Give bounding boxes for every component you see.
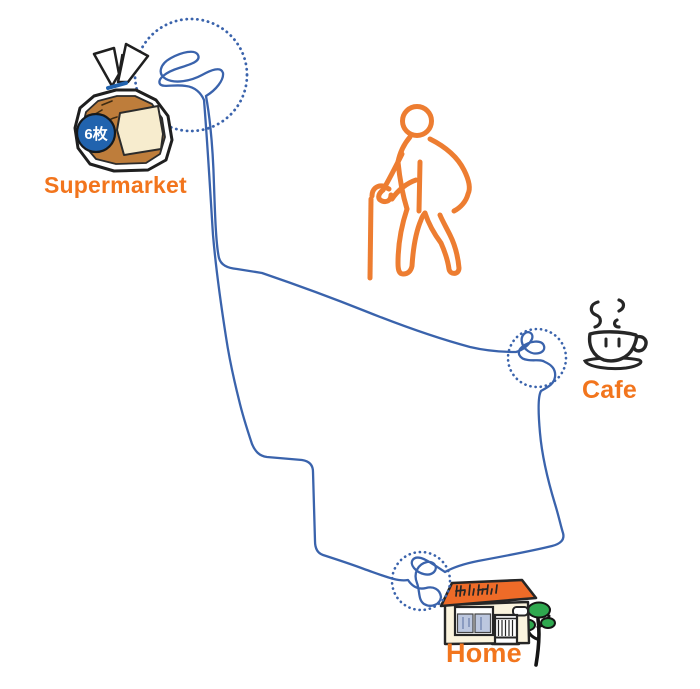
slice-count-text: 6枚 — [84, 125, 108, 143]
roof-tile-hatches — [455, 584, 498, 597]
walker-head — [400, 104, 434, 138]
cafe-label: Cafe — [582, 376, 637, 404]
tree-icon — [518, 601, 556, 667]
dwell-circle-home — [390, 550, 452, 612]
route-path — [158, 50, 565, 607]
house-icon — [439, 578, 556, 667]
house-window — [453, 605, 495, 637]
dwell-circle-supermarket — [133, 17, 249, 133]
bag-top-flaps — [92, 42, 150, 90]
bread-bag-icon: 6枚 — [73, 42, 174, 173]
slice-count-badge — [75, 112, 117, 154]
house-door — [490, 613, 521, 646]
steam-icon — [589, 298, 626, 329]
dwell-circle-cafe — [506, 327, 568, 389]
coffee-cup-icon — [582, 298, 648, 371]
cane-icon — [367, 196, 374, 281]
cane-icon — [369, 183, 392, 199]
home-label: Home — [446, 638, 522, 668]
elderly-person-with-cane-icon — [367, 104, 472, 281]
house-small-window — [512, 606, 529, 617]
twist-tie-icon — [106, 81, 128, 90]
supermarket-label: Supermarket — [44, 172, 187, 198]
